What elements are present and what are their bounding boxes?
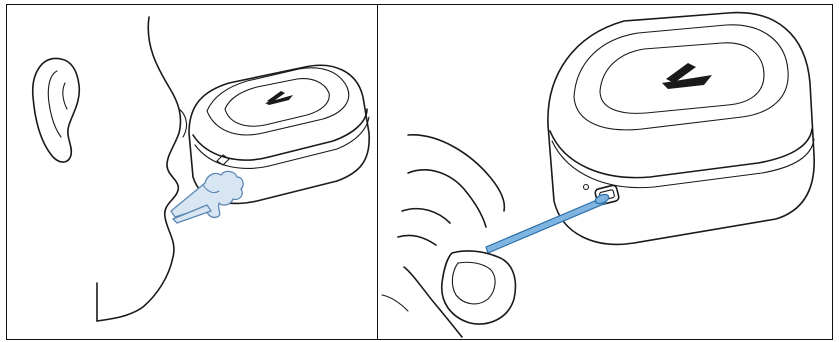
clean-port-illustration	[378, 5, 833, 340]
brand-logo-icon	[265, 91, 293, 105]
ear-icon	[33, 58, 80, 162]
face-profile-icon	[97, 17, 186, 321]
air-blow-icon	[171, 171, 243, 223]
panel-clean-port	[377, 4, 833, 340]
indicator-light-icon	[584, 185, 589, 190]
blow-air-illustration	[7, 5, 378, 340]
brand-logo-icon	[662, 63, 712, 89]
panel-blow-air	[6, 4, 378, 340]
hand-icon	[382, 135, 515, 337]
